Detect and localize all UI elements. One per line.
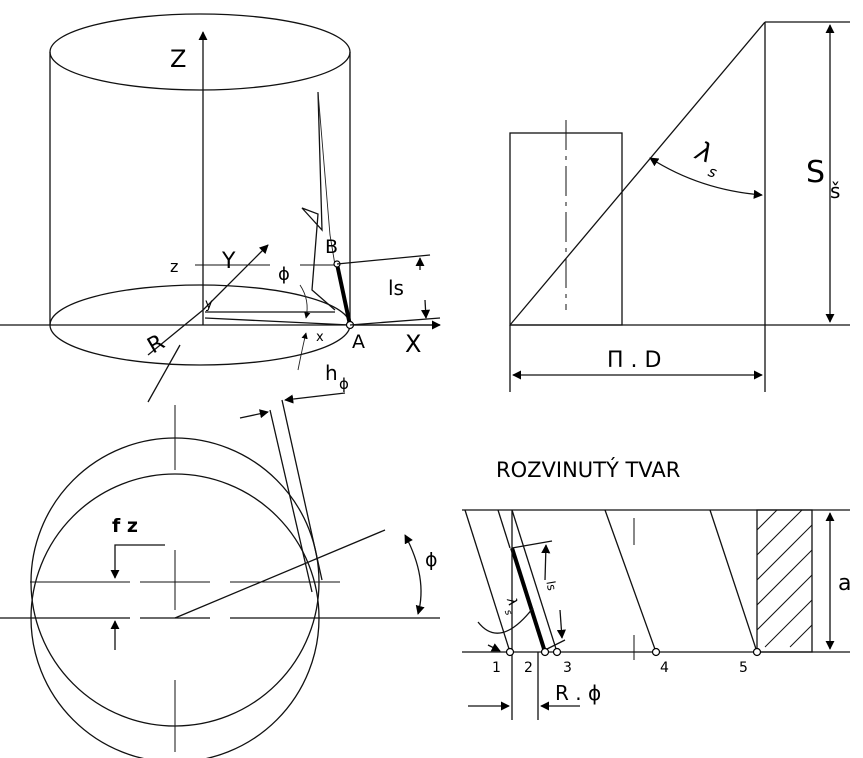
helix-sketch-2 (317, 91, 336, 266)
z-small-label: z (170, 257, 178, 276)
edge-4 (604, 509, 657, 653)
dev-ls-arrow-top (541, 544, 551, 581)
x-small-label: x (316, 330, 324, 345)
cylinder-3d-view: Z X Y R z y x B A ϕ ls (0, 13, 441, 403)
dev-lambda-arc (477, 607, 534, 634)
cylinder-top-ellipse (49, 13, 351, 91)
y-axis-label: Y (221, 249, 236, 274)
hatched-region (756, 509, 813, 653)
h-phi-arrow-right (284, 392, 346, 404)
h-phi-arrow-left (239, 409, 269, 419)
h-phi-sub: ϕ (339, 375, 349, 393)
developed-title: ROZVINUTÝ TVAR (496, 457, 680, 482)
dev-point-1 (505, 647, 515, 657)
point-2-label: 2 (524, 660, 533, 676)
hatch-pattern (756, 509, 813, 648)
point-4-label: 4 (660, 660, 669, 676)
edge-5 (709, 509, 758, 653)
phi-circle-label: ϕ (425, 549, 438, 571)
cutting-edge-ba (335, 263, 352, 326)
point-3-label: 3 (563, 660, 572, 676)
phi-arc-lower (297, 332, 308, 371)
s-sh-label: S (806, 155, 825, 190)
radius-to-a (204, 317, 351, 326)
point-a-label: A (352, 331, 365, 353)
r-line (147, 309, 204, 356)
dev-ls-label: ls (543, 580, 558, 592)
y-small-label: y (205, 297, 213, 312)
dev-lambda-sub: s (502, 608, 514, 617)
x-axis-label: X (405, 330, 421, 358)
helix-sketch (301, 91, 336, 311)
fz-label: f z (112, 515, 138, 537)
phi-circle-arc (404, 534, 425, 615)
edge-1b (497, 509, 511, 549)
phi-top-label: ϕ (278, 264, 290, 285)
dev-point-4 (651, 647, 661, 657)
dev-cutting-edge (510, 547, 547, 653)
dev-point-2 (540, 647, 550, 657)
ls-ext-top (336, 254, 431, 265)
triangle-hypotenuse (509, 21, 766, 326)
dev-ls-arrow-bottom (556, 609, 566, 639)
r-label: R (143, 330, 169, 359)
lambda-arc (649, 157, 763, 199)
dev-lambda-label: λ (503, 595, 520, 608)
h-phi-label: h (325, 361, 338, 385)
h-phi-dimension: h ϕ (239, 361, 349, 593)
r-extension-line (147, 344, 181, 403)
ls-ext-bottom (349, 317, 441, 326)
z-axis-label: Z (170, 45, 186, 73)
point-1-label: 1 (492, 660, 501, 676)
y-axis-line (202, 244, 269, 311)
point-5-label: 5 (739, 660, 748, 676)
developed-form-view: ROZVINUTÝ TVAR (462, 457, 851, 720)
dev-ls-ext-bottom (544, 639, 566, 651)
h-phi-line-1 (269, 409, 313, 593)
point-b-label: B (325, 236, 338, 258)
phi-arc (299, 284, 311, 319)
dev-ls-ext-top (511, 540, 553, 549)
ls-top-label: ls (388, 276, 404, 300)
ls-arrow-bottom (421, 299, 431, 319)
dev-point-5 (752, 647, 762, 657)
s-sh-sub: š (830, 179, 840, 203)
phi-ray (174, 529, 386, 619)
edge-1 (464, 509, 511, 653)
circle-view: f z ϕ (0, 405, 440, 758)
dev-point-3 (552, 647, 562, 657)
r-phi-label: R . ϕ (555, 681, 601, 705)
fz-arrow-top (110, 544, 165, 579)
dev-lambda-arrow (487, 643, 501, 652)
pi-d-label: Π . D (607, 348, 661, 373)
a-label: a (838, 571, 851, 596)
helix-triangle-view: λ s S š Π . D (509, 21, 850, 392)
edge-2 (511, 509, 558, 653)
